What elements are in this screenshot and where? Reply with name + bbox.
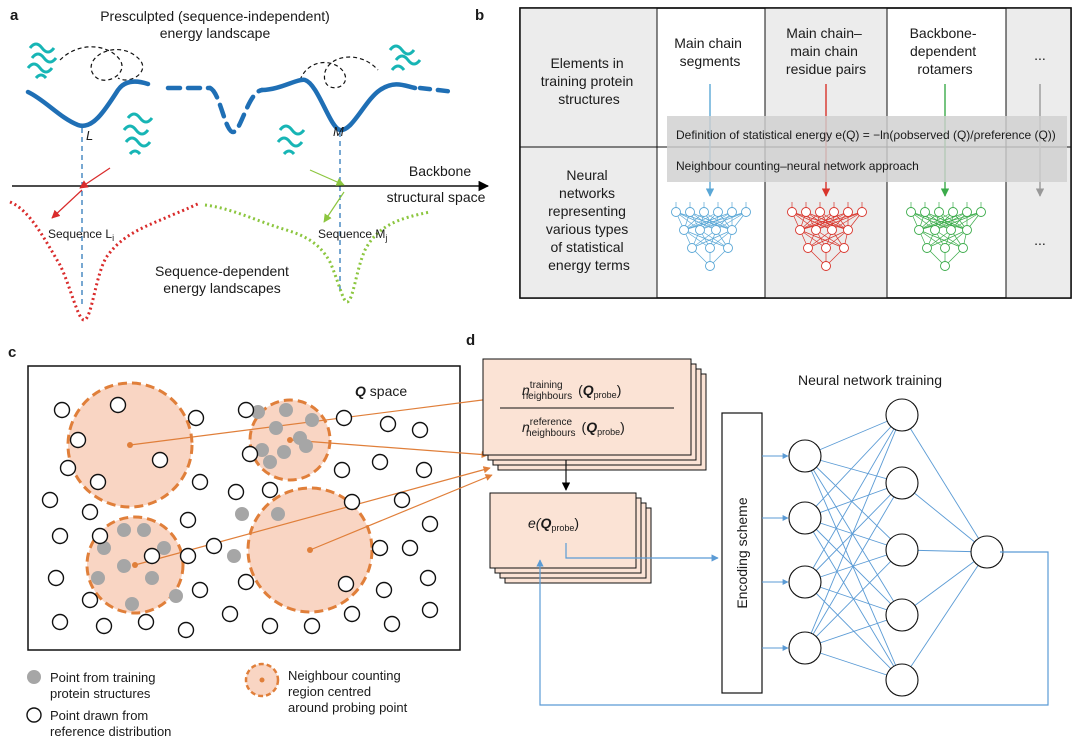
column-3-header: Backbone- dependent rotamers: [910, 25, 981, 77]
legend-filled-1: Point from training: [50, 670, 156, 685]
panel-a-title-1: Presculpted (sequence-independent): [100, 8, 330, 24]
legend-open-2: reference distribution: [50, 724, 171, 739]
mini-network-2: [787, 202, 867, 271]
sequence-L-landscape: [9, 200, 201, 322]
column-4-network-ellipsis: ...: [1034, 232, 1046, 248]
network-training-title: Neural network training: [798, 372, 942, 388]
dependent-label-1: Sequence-dependent: [155, 263, 289, 279]
legend-region-1: Neighbour counting: [288, 668, 401, 683]
axis-label-2: structural space: [387, 189, 486, 205]
panel-a-title-2: energy landscape: [160, 25, 271, 41]
protein-ribbon-icon: [26, 42, 422, 156]
axis-label-1: Backbone: [409, 163, 471, 179]
dependent-label-2: energy landscapes: [163, 280, 281, 296]
ratio-box-stack: [482, 358, 707, 471]
feedback-loop-arrow: [536, 551, 1049, 706]
legend-filled-2: protein structures: [50, 686, 151, 701]
panel-a-letter: a: [10, 7, 19, 24]
minimum-M-label: M: [333, 124, 344, 139]
arrow-L-lower: [51, 189, 83, 219]
encoding-scheme-box: [721, 412, 763, 694]
panel-a: a Presculpted (sequence-independent) ene…: [9, 7, 490, 322]
legend-open-point: [26, 707, 42, 723]
row-label-column: [520, 8, 657, 298]
panel-b-letter: b: [475, 7, 484, 24]
presculpted-landscape: [25, 77, 458, 135]
mini-network-1: [671, 202, 751, 271]
sequence-M-landscape: [204, 203, 431, 304]
legend-open-1: Point drawn from: [50, 708, 148, 723]
sample-points: [41, 396, 439, 639]
definition-text: Definition of statistical energy e(Q) = …: [676, 128, 1056, 142]
arrow-L-upper: [79, 167, 111, 189]
panel-d-letter: d: [466, 332, 475, 349]
energy-label: e(Qprobe): [528, 515, 579, 533]
arrow-M-upper: [309, 169, 345, 186]
q-space-label: Q space: [355, 383, 407, 399]
definition-band: [667, 116, 1067, 182]
column-4-header: ...: [1034, 47, 1046, 63]
minimum-L-label: L: [86, 128, 93, 143]
unfolded-chain-loops: [59, 46, 379, 89]
neural-network-diagram: [762, 398, 1004, 697]
approach-text: Neighbour counting–neural network approa…: [676, 159, 919, 173]
column-2-header: Main chain– main chain residue pairs: [786, 25, 866, 77]
column-1-header: Main chain segments: [674, 35, 746, 69]
sequence-L-label: Sequence Li: [48, 227, 114, 243]
row-1-label: Elements in training protein structures: [541, 55, 638, 107]
panel-b: b Elements in training protein structure…: [475, 7, 1072, 299]
sequence-M-label: Sequence Mj: [318, 227, 387, 243]
legend-region-3: around probing point: [288, 700, 408, 715]
legend-region-2: region centred: [288, 684, 371, 699]
energy-to-encoding-arrow: [565, 543, 719, 562]
arrow-M-lower: [323, 191, 345, 223]
mini-network-3: [906, 202, 986, 271]
panel-c-letter: c: [8, 344, 16, 361]
encoding-scheme-label: Encoding scheme: [734, 497, 750, 609]
row-2-label: Neural networks representing various typ…: [546, 167, 632, 273]
legend-filled-point: [27, 670, 41, 684]
panel-c: c Q space Point from training protein st…: [8, 344, 499, 739]
energy-box-stack: [489, 492, 652, 584]
